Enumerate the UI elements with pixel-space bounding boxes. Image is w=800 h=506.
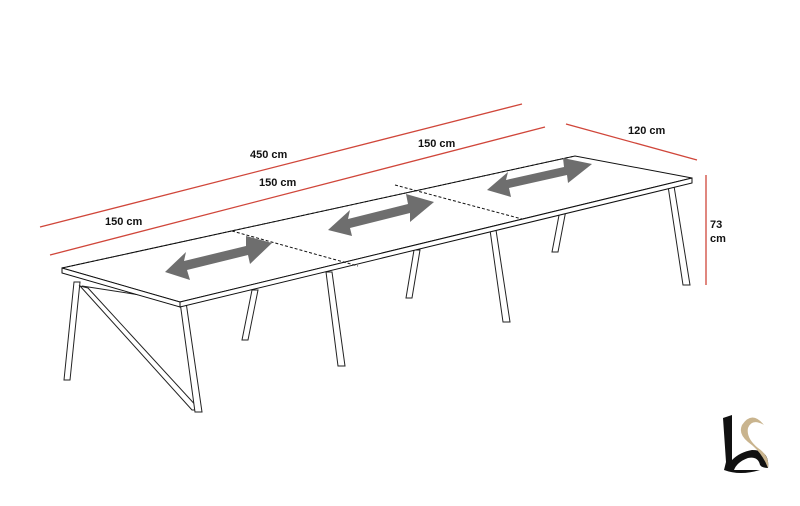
label-section-3: 150 cm <box>418 138 456 150</box>
double-arrow-icon <box>165 236 272 280</box>
label-height-value: 73 <box>710 219 722 231</box>
double-arrow-icon <box>487 158 592 197</box>
label-height-unit: cm <box>710 233 726 245</box>
label-depth: 120 cm <box>628 125 666 137</box>
brand-logo <box>723 415 769 473</box>
dimension-line-450 <box>39 103 523 228</box>
dimension-line-depth <box>565 123 698 161</box>
table-legs <box>63 185 691 413</box>
label-section-1: 150 cm <box>105 216 143 228</box>
double-arrow-icon <box>328 194 434 236</box>
extension-arrows <box>165 158 592 280</box>
label-total-length: 450 cm <box>250 149 288 161</box>
dimension-line-sections <box>49 126 546 256</box>
label-section-2: 150 cm <box>259 177 297 189</box>
dimension-lines <box>39 103 707 285</box>
table-top <box>61 155 693 308</box>
